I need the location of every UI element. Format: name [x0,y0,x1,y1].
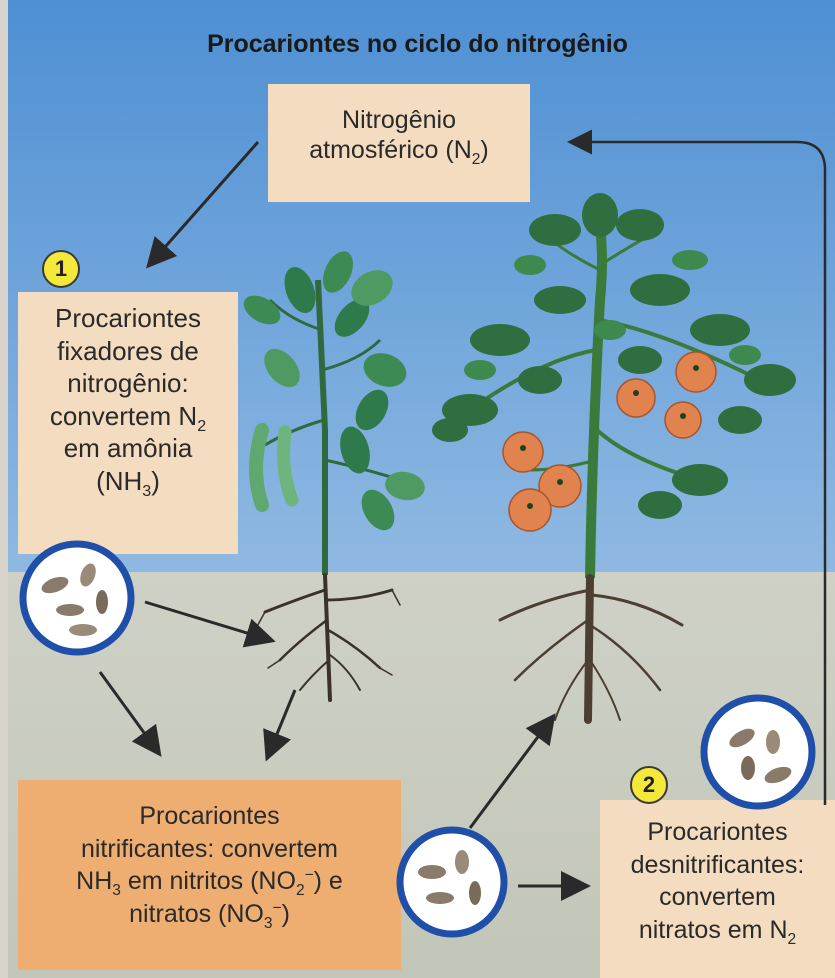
arrow-nitrifiers-to-tomato [468,713,556,829]
arrow-roots-to-nitrifiers [263,689,297,762]
fixers-box [18,292,238,554]
nitrifiers-line-3: NH3 em nitritos (NO2−) e [76,866,343,899]
tomato-plant [432,193,796,579]
denitrifiers-line-4: nitratos em N2 [638,915,797,948]
badge-1: 1 [42,250,80,288]
arrows [98,141,591,901]
denitrifiers-line-1: Procariontes [647,818,788,846]
fixers-line-2: fixadores de [57,335,199,366]
fixers-line-6: (NH3) [96,465,160,500]
denitrifiers-label: Procariontes desnitrificantes: convertem… [600,816,835,948]
bacteria-circle-fixers [19,540,135,656]
badge-2: 2 [630,766,668,804]
arrow-atmosphere-to-fixers [146,141,260,269]
tomato-roots [498,574,684,724]
nitrifiers-box [18,780,401,970]
denitrifiers-box [600,800,835,978]
atmospheric-box [268,84,530,202]
nitrifiers-line-1: Procariontes [139,802,280,830]
atmospheric-line-1: Nitrogênio [342,106,456,134]
atmospheric-line-2: atmosférico (N2) [309,135,489,168]
fixers-line-3: nitrogênio: [67,368,189,398]
denitrifiers-line-2: desnitrificantes: [630,850,805,879]
page-edge [0,0,8,978]
fixers-line-1: Procariontes [55,303,201,333]
denitrifiers-line-3: convertem [659,883,776,911]
bacteria-circle-nitrifiers [396,826,508,938]
nitrifiers-line-2: nitrificantes: convertem [80,834,339,863]
fixers-line-4: convertem N2 [49,400,207,435]
atmospheric-nitrogen-label: Nitrogênio atmosférico (N2) [268,106,530,168]
diagram-title: Procariontes no ciclo do nitrogênio [207,30,628,58]
fixers-label: Procariontes fixadores de nitrogênio: co… [18,302,238,500]
fixers-line-5: em amônia [63,433,193,463]
arrow-to-atmosphere [567,129,827,805]
bean-plant [243,251,425,575]
nitrifiers-label: Procariontes nitrificantes: convertem NH… [18,800,401,932]
nitrifiers-line-4: nitratos (NO3−) [129,899,290,932]
bean-roots [254,573,401,702]
arrow-fixers-to-nitrifiers [98,671,162,757]
bacteria-circle-denitrifiers [700,694,816,810]
arrow-fixers-to-roots [144,600,276,648]
